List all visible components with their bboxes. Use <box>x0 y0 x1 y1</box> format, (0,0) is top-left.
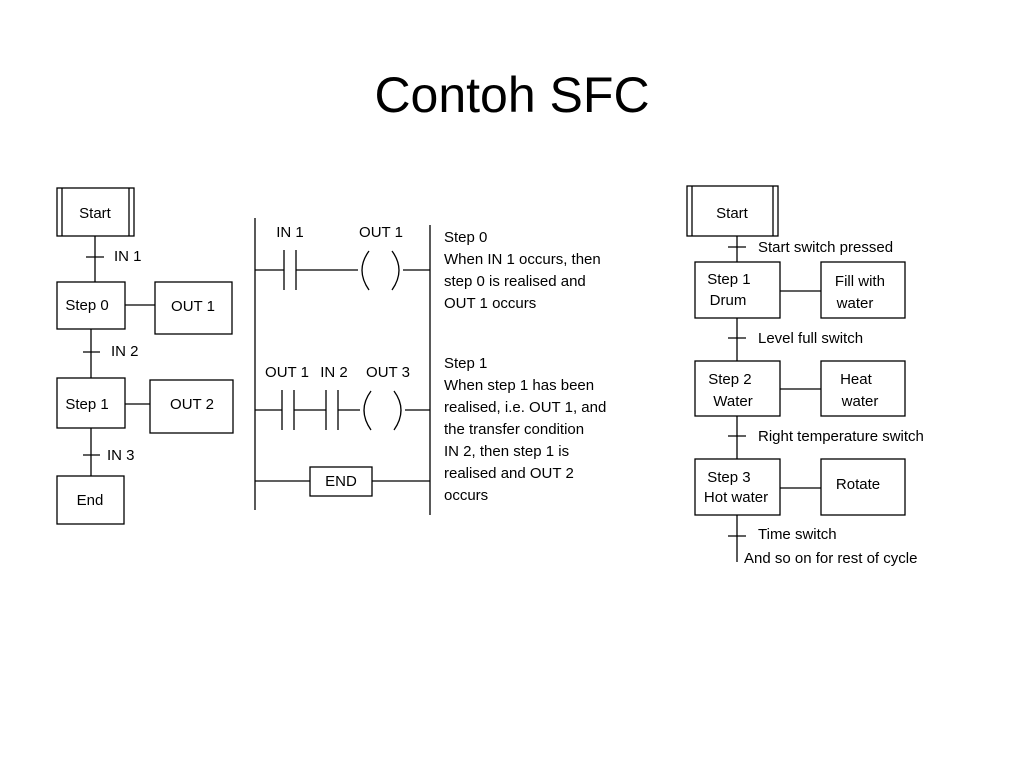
washer-step2 <box>694 360 781 417</box>
cycle-continuation-note: And so on for rest of cycle <box>744 550 917 567</box>
action-rotate-box <box>820 458 906 516</box>
step0-label: Step 0 <box>65 297 108 314</box>
action-out1-label: OUT 1 <box>171 298 215 315</box>
rung2-coil-out3 <box>363 390 372 431</box>
washer-step3-label: Step 3 Hot water <box>704 469 768 506</box>
end-instruction-box <box>309 466 373 497</box>
action-heat-water-box <box>820 360 906 417</box>
sfc-washer: Start Start switch pressed Step 1 Drum F… <box>686 185 924 567</box>
transition-level-full-label: Level full switch <box>758 330 863 347</box>
sfc-start-step <box>56 187 135 237</box>
action-rotate-label: Rotate <box>836 476 880 493</box>
end-label: End <box>77 492 104 509</box>
note-step1: Step 1 When step 1 has been realised, i.… <box>444 355 610 504</box>
sfc-start-label: Start <box>79 205 112 222</box>
action-heat-water-label: Heat water <box>840 371 878 410</box>
sfc-end-step <box>56 475 125 525</box>
washer-start-label: Start <box>716 205 749 222</box>
transition-in3-label: IN 3 <box>107 447 135 464</box>
transition-time-switch-label: Time switch <box>758 526 837 543</box>
step1-label: Step 1 <box>65 396 108 413</box>
end-instruction-label: END <box>325 473 357 490</box>
washer-start-step <box>686 185 779 237</box>
sfc-step1 <box>56 377 126 429</box>
transition-in2-label: IN 2 <box>111 343 139 360</box>
rung2-coil-label: OUT 3 <box>366 364 410 381</box>
washer-step1-label: Step 1 Drum <box>707 271 755 309</box>
action-out2-box <box>149 379 234 434</box>
rung1-coil-out1 <box>361 250 370 291</box>
explanation-notes: Step 0 When IN 1 occurs, then step 0 is … <box>444 229 610 504</box>
action-fill-water-label: Fill with water <box>835 273 889 312</box>
washer-step1 <box>694 261 781 319</box>
note-step0: Step 0 When IN 1 occurs, then step 0 is … <box>444 229 605 312</box>
transition-right-temp-label: Right temperature switch <box>758 428 924 445</box>
slide-title: Contoh SFC <box>374 67 650 123</box>
transition-in1-label: IN 1 <box>114 248 142 265</box>
washer-step3 <box>694 458 781 516</box>
rung1-coil-label: OUT 1 <box>359 224 403 241</box>
washer-step2-label: Step 2 Water <box>708 371 756 410</box>
rung2-contact2-label: IN 2 <box>320 364 348 381</box>
rung2-contact1-label: OUT 1 <box>265 364 309 381</box>
sfc-step0 <box>56 281 126 330</box>
ladder-diagram: IN 1 OUT 1 OUT 1 IN 2 OUT 3 END <box>254 218 431 515</box>
action-out1-box <box>154 281 233 335</box>
transition-start-switch-label: Start switch pressed <box>758 239 893 256</box>
action-fill-water-box <box>820 261 906 319</box>
sfc-simple: Start IN 1 Step 0 OUT 1 IN 2 Step 1 OUT … <box>56 187 234 525</box>
rung1-contact-label: IN 1 <box>276 224 304 241</box>
action-out2-label: OUT 2 <box>170 396 214 413</box>
